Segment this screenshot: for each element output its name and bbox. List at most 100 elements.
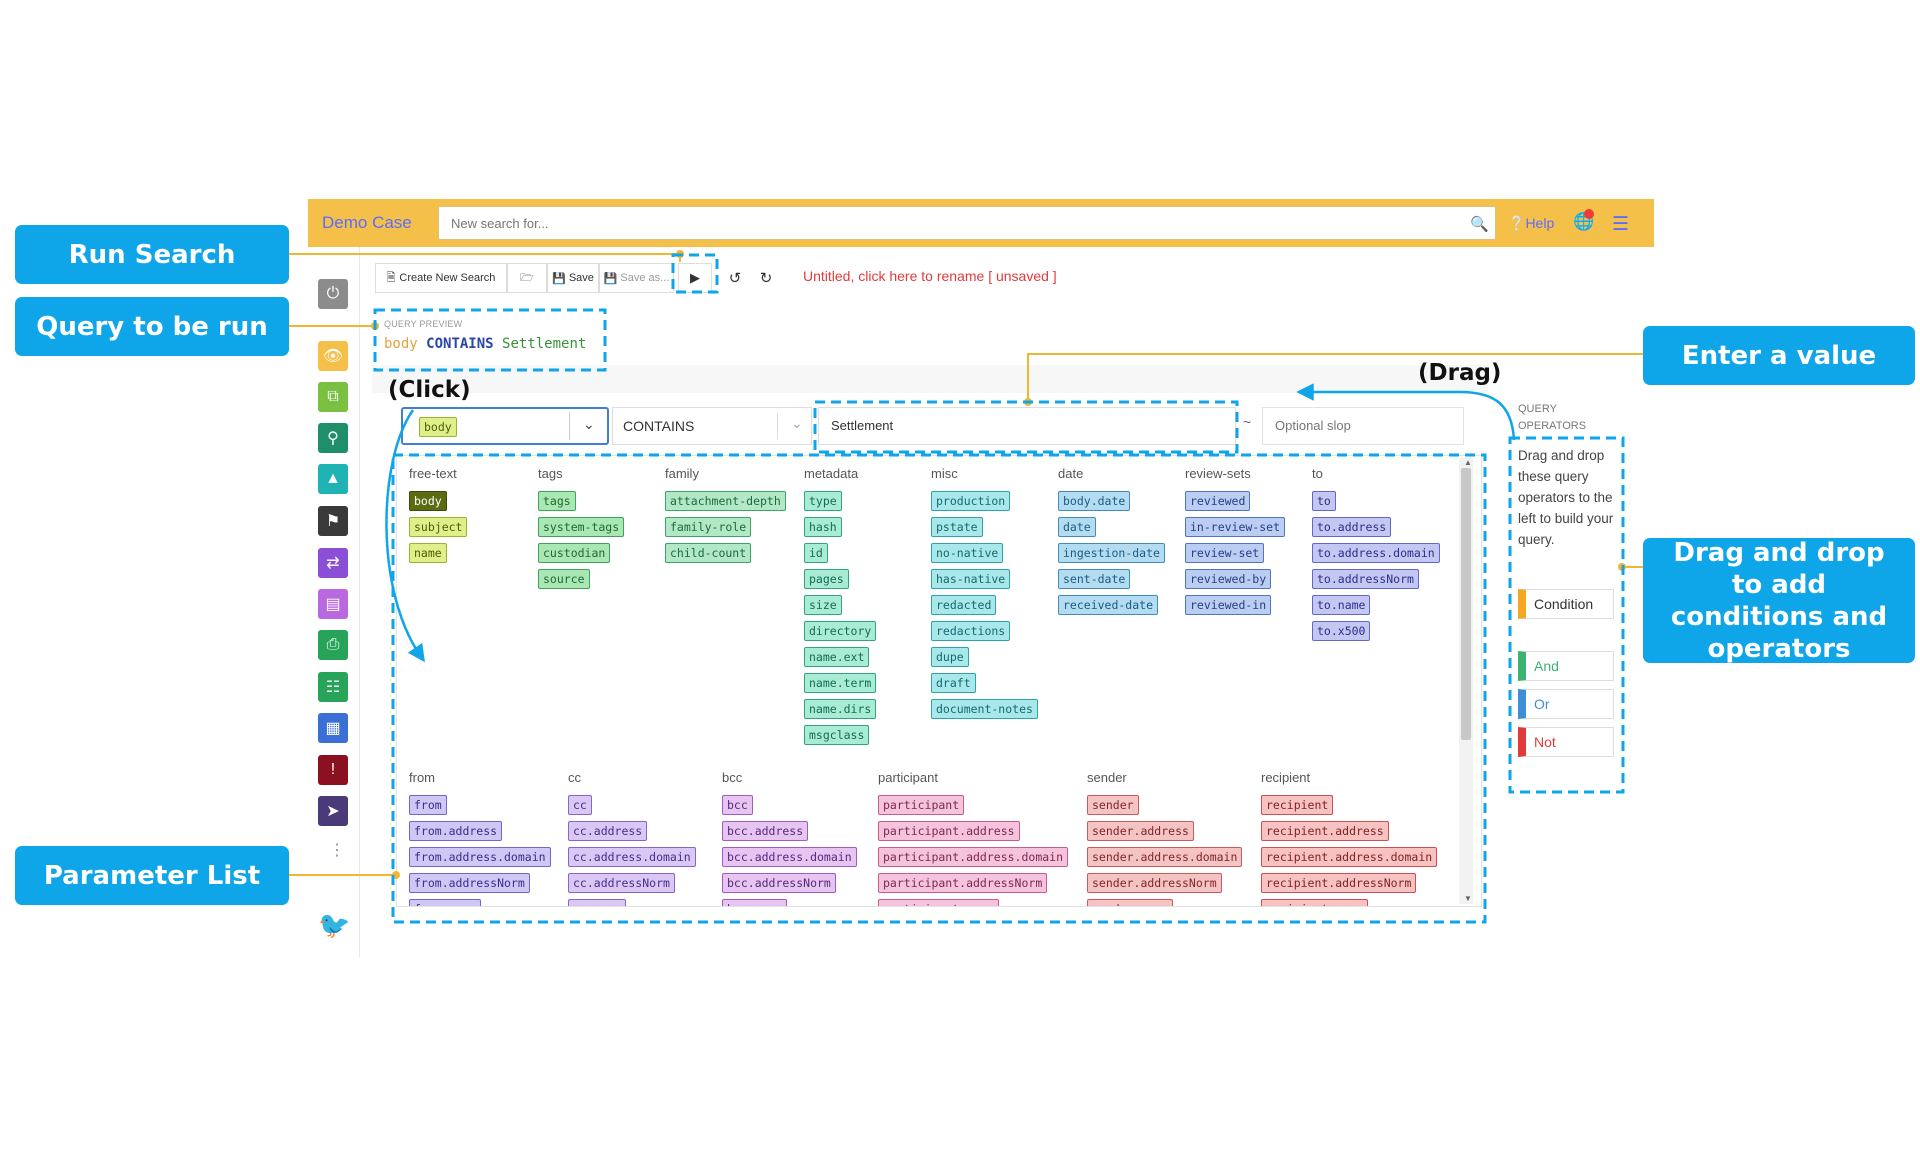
param-tag[interactable]: body.date <box>1058 491 1131 511</box>
list-icon[interactable]: ▤ <box>318 589 348 619</box>
eye-icon[interactable]: 👁 <box>318 341 348 371</box>
value-input[interactable] <box>829 417 1223 434</box>
param-tag[interactable]: no-native <box>931 543 1004 563</box>
param-tag[interactable]: review-set <box>1185 543 1265 563</box>
param-tag[interactable]: bcc.name <box>722 899 788 906</box>
help-link[interactable]: ❔Help <box>1508 215 1554 232</box>
param-tag[interactable]: to.address <box>1312 517 1392 537</box>
param-tag[interactable]: production <box>931 491 1011 511</box>
param-tag[interactable]: cc.address <box>568 821 648 841</box>
undo-button[interactable]: ↺ <box>721 263 749 293</box>
chevron-down-icon[interactable]: ⌄ <box>583 416 595 432</box>
scrollbar-thumb[interactable] <box>1461 468 1471 740</box>
param-tag[interactable]: recipient.name <box>1261 899 1368 906</box>
param-tag[interactable]: attachment-depth <box>665 491 786 511</box>
search-box[interactable] <box>438 206 1496 240</box>
param-tag[interactable]: sent-date <box>1058 569 1131 589</box>
param-tag[interactable]: redactions <box>931 621 1011 641</box>
transfer-icon[interactable]: ⇄ <box>318 548 348 578</box>
param-tag[interactable]: type <box>804 491 842 511</box>
search-icon[interactable]: 🔍 <box>1470 216 1489 233</box>
param-tag[interactable]: tags <box>538 491 576 511</box>
param-tag[interactable]: sender.name <box>1087 899 1174 906</box>
param-tag[interactable]: ingestion-date <box>1058 543 1165 563</box>
param-tag[interactable]: recipient.address.domain <box>1261 847 1438 867</box>
scroll-up-icon[interactable]: ▲ <box>1464 458 1472 467</box>
param-tag[interactable]: pages <box>804 569 849 589</box>
param-tag[interactable]: reviewed <box>1185 491 1251 511</box>
search-input[interactable] <box>449 207 1453 239</box>
copy-icon[interactable]: ⧉ <box>318 382 348 412</box>
param-tag[interactable]: name.dirs <box>804 699 877 719</box>
param-tag[interactable]: received-date <box>1058 595 1159 615</box>
value-field[interactable] <box>818 407 1236 445</box>
operator-select[interactable]: CONTAINS ⌄ <box>612 407 812 445</box>
scroll-down-icon[interactable]: ▼ <box>1464 894 1472 903</box>
param-tag[interactable]: to <box>1312 491 1336 511</box>
param-tag[interactable]: size <box>804 595 842 615</box>
or-operator-card[interactable]: Or <box>1518 689 1614 719</box>
not-operator-card[interactable]: Not <box>1518 727 1614 757</box>
param-tag[interactable]: cc.name <box>568 899 627 906</box>
param-tag[interactable]: recipient.addressNorm <box>1261 873 1417 893</box>
param-tag[interactable]: sender.address <box>1087 821 1194 841</box>
database-icon[interactable]: ☷ <box>318 672 348 702</box>
and-operator-card[interactable]: And <box>1518 651 1614 681</box>
param-tag[interactable]: sender.address.domain <box>1087 847 1243 867</box>
param-tag[interactable]: msgclass <box>804 725 870 745</box>
param-tag[interactable]: from.address <box>409 821 503 841</box>
param-tag[interactable]: participant.addressNorm <box>878 873 1048 893</box>
param-tag[interactable]: recipient.address <box>1261 821 1389 841</box>
param-tag[interactable]: system-tags <box>538 517 625 537</box>
param-tag[interactable]: directory <box>804 621 877 641</box>
puzzle-icon[interactable]: ▲ <box>318 464 348 494</box>
param-tag[interactable]: has-native <box>931 569 1011 589</box>
param-tag[interactable]: pstate <box>931 517 983 537</box>
param-tag[interactable]: from <box>409 795 447 815</box>
search-title-link[interactable]: Untitled, click here to rename [ unsaved… <box>803 268 1057 284</box>
param-tag[interactable]: bcc.address <box>722 821 809 841</box>
condition-operator-card[interactable]: Condition <box>1518 589 1614 619</box>
param-tag[interactable]: to.x500 <box>1312 621 1371 641</box>
param-tag[interactable]: to.name <box>1312 595 1371 615</box>
case-name-link[interactable]: Demo Case <box>322 213 412 232</box>
param-tag[interactable]: name.term <box>804 673 877 693</box>
chevron-down-icon[interactable]: ⌄ <box>791 415 803 431</box>
param-tag[interactable]: source <box>538 569 590 589</box>
alert-icon[interactable]: ! <box>318 755 348 785</box>
param-tag[interactable]: child-count <box>665 543 752 563</box>
param-tag[interactable]: sender.addressNorm <box>1087 873 1222 893</box>
param-tag[interactable]: bcc.address.domain <box>722 847 857 867</box>
save-button[interactable]: 💾Save <box>547 263 599 293</box>
hamburger-menu-icon[interactable]: ☰ <box>1612 214 1630 235</box>
more-icon[interactable]: ⋮ <box>329 842 345 859</box>
tag-icon[interactable]: ➤ <box>318 796 348 826</box>
param-tag[interactable]: custodian <box>538 543 611 563</box>
save-as-button[interactable]: 💾Save as... <box>599 263 674 293</box>
magnifier-icon[interactable]: ⚲ <box>318 423 348 453</box>
param-tag[interactable]: date <box>1058 517 1096 537</box>
power-icon[interactable]: ⏻ <box>318 279 348 309</box>
param-tag[interactable]: participant.address <box>878 821 1020 841</box>
param-tag[interactable]: recipient <box>1261 795 1334 815</box>
param-tag[interactable]: cc.address.domain <box>568 847 696 867</box>
slop-input[interactable] <box>1273 417 1457 434</box>
param-tag[interactable]: bcc <box>722 795 753 815</box>
slop-field[interactable] <box>1262 407 1464 445</box>
param-tag[interactable]: participant.address.domain <box>878 847 1069 867</box>
param-tag[interactable]: family-role <box>665 517 752 537</box>
run-search-button[interactable]: ▶ <box>678 263 712 293</box>
create-new-search-button[interactable]: 🗎Create New Search <box>375 263 507 293</box>
param-tag[interactable]: participant.name <box>878 899 999 906</box>
open-folder-button[interactable]: 🗁 <box>507 263 547 293</box>
param-tag[interactable]: cc <box>568 795 592 815</box>
param-tag[interactable]: participant <box>878 795 965 815</box>
redo-button[interactable]: ↻ <box>752 263 780 293</box>
param-tag[interactable]: redacted <box>931 595 997 615</box>
param-tag[interactable]: subject <box>409 517 468 537</box>
bookmark-icon[interactable]: ⚑ <box>318 506 348 536</box>
param-tag[interactable]: from.name <box>409 899 482 906</box>
param-tag[interactable]: to.address.domain <box>1312 543 1440 563</box>
param-tag[interactable]: body <box>409 491 447 511</box>
param-tag[interactable]: id <box>804 543 828 563</box>
